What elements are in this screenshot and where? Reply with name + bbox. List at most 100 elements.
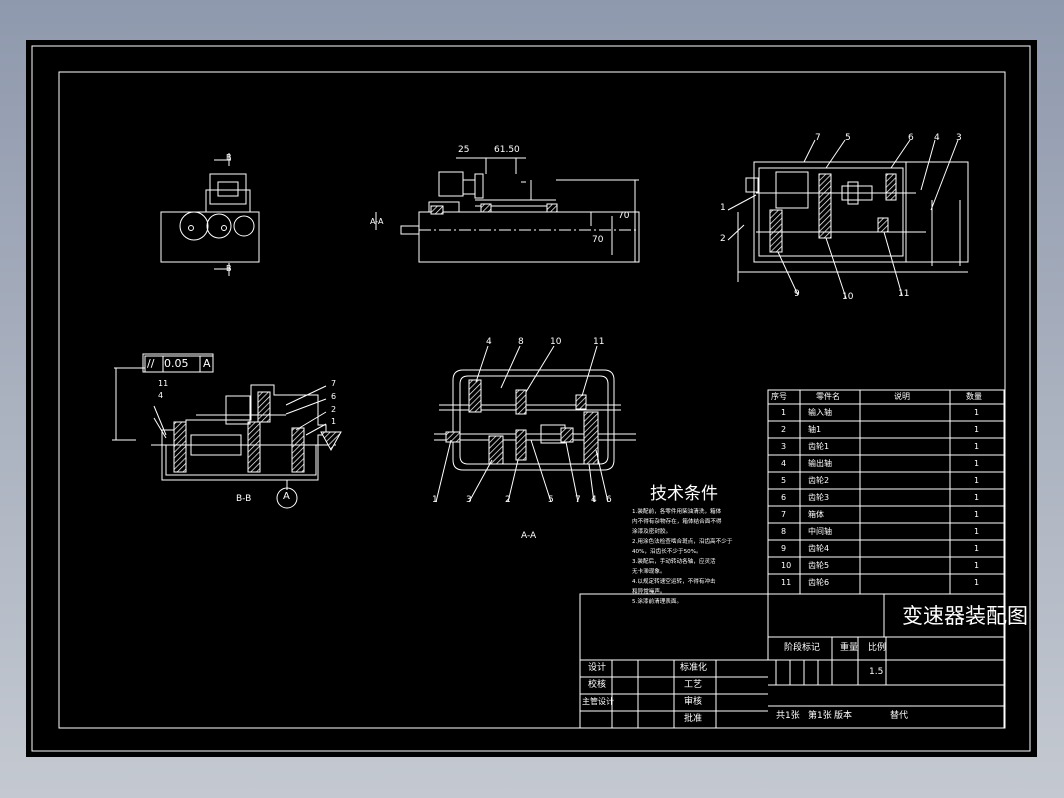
label-a-a: A-A — [521, 531, 537, 541]
drawing-title: 变速器装配图 — [902, 604, 1028, 628]
parts-cell: 1 — [974, 544, 980, 553]
parts-cell: 6 — [781, 493, 787, 502]
tolerance-frame-box — [142, 353, 214, 373]
parts-header: 零件名 — [816, 392, 840, 401]
cad-drawing — [31, 45, 1031, 752]
dim-61-50: 61.50 — [494, 145, 520, 155]
tol-value: 0.05 — [164, 357, 189, 370]
tb-footer: 第1张 — [808, 711, 832, 721]
tech-note: 内不得有杂物存在，箱体结合面不得 — [632, 519, 722, 525]
parts-cell: 5 — [781, 476, 787, 485]
parts-cell: 箱体 — [808, 510, 824, 519]
callout: 5 — [845, 133, 851, 143]
callout: 3 — [956, 133, 962, 143]
callout: 4 — [591, 495, 597, 505]
parts-table-grid — [767, 389, 1005, 595]
tech-note: 涂漆及密封胶。 — [632, 529, 672, 535]
parts-cell: 3 — [781, 442, 787, 451]
tol-datum: A — [203, 357, 211, 370]
callout: 1 — [331, 417, 337, 426]
parts-cell: 齿轮1 — [808, 442, 830, 451]
view-arrow-a: A-A — [370, 217, 384, 226]
parts-cell: 1 — [781, 408, 787, 417]
parts-cell: 1 — [974, 408, 980, 417]
tb-header-scale: 比例 — [868, 643, 887, 653]
parts-cell: 1 — [974, 527, 980, 536]
callout: 6 — [606, 495, 612, 505]
section-a-view — [434, 369, 636, 471]
dim-25: 25 — [458, 145, 470, 155]
callout: 7 — [331, 379, 337, 388]
parts-cell: 4 — [781, 459, 787, 468]
end-view — [160, 153, 260, 276]
parts-cell: 9 — [781, 544, 787, 553]
tb-mid-label: 审核 — [684, 697, 703, 707]
callout: 2 — [331, 405, 337, 414]
parts-cell: 1 — [974, 459, 980, 468]
callout: 10 — [842, 292, 854, 302]
datum-a: A — [283, 491, 290, 502]
parts-cell: 1 — [974, 442, 980, 451]
leader-lines — [435, 139, 959, 503]
tech-note: 4.以规定转速空运转，不得有冲击 — [632, 579, 716, 585]
tb-footer: 版本 — [834, 711, 853, 721]
callout: 7 — [815, 133, 821, 143]
parts-cell: 输出轴 — [808, 459, 832, 468]
callout: 4 — [934, 133, 940, 143]
callout: 11 — [158, 379, 169, 388]
callout: 6 — [331, 392, 337, 401]
inner-border — [58, 71, 1006, 729]
front-view — [375, 157, 640, 263]
parts-cell: 齿轮4 — [808, 544, 830, 553]
tb-mid-label: 标准化 — [680, 663, 708, 673]
callout: 1 — [432, 495, 438, 505]
callout: 11 — [593, 337, 605, 347]
parts-cell: 1 — [974, 476, 980, 485]
plan-section-view — [737, 161, 969, 282]
callout: 4 — [158, 391, 164, 400]
parts-cell: 7 — [781, 510, 787, 519]
callout: 11 — [898, 289, 910, 299]
tech-note: 和异常噪声。 — [632, 589, 666, 595]
parts-cell: 轴1 — [808, 425, 822, 434]
tol-symbol: // — [147, 357, 155, 370]
tb-left-label: 校核 — [588, 680, 607, 690]
parts-cell: 10 — [781, 561, 792, 570]
arrow-label-b2: B — [226, 264, 232, 273]
parts-cell: 齿轮2 — [808, 476, 830, 485]
callout: 3 — [466, 495, 472, 505]
parts-cell: 2 — [781, 425, 787, 434]
tb-mid-label: 批准 — [684, 714, 703, 724]
arrow-label-b1: B — [226, 153, 232, 162]
callout: 6 — [908, 133, 914, 143]
tech-title: 技术条件 — [650, 484, 718, 504]
parts-cell: 1 — [974, 561, 980, 570]
outer-border — [31, 45, 1031, 752]
parts-cell: 1 — [974, 578, 980, 587]
title-block-grid — [579, 593, 1005, 729]
tech-note: 2.用涂色法检查啮合斑点，沿齿高不少于 — [632, 539, 733, 545]
tech-note: 40%，沿齿长不少于50%。 — [632, 549, 702, 555]
tb-left-label: 设计 — [588, 663, 607, 673]
parts-cell: 11 — [781, 578, 792, 587]
parts-cell: 1 — [974, 493, 980, 502]
tb-footer: 共1张 — [776, 711, 800, 721]
callout: 7 — [575, 495, 581, 505]
callout: 9 — [794, 289, 800, 299]
tech-note: 5.涂漆前清理表面。 — [632, 599, 683, 605]
label-b-b: B-B — [236, 494, 252, 504]
tb-mid-label: 工艺 — [684, 680, 703, 690]
callout: 1 — [720, 203, 726, 213]
tb-header-weight: 重量 — [840, 643, 859, 653]
tech-notes: 1.装配前，各零件用柴油清洗，箱体 内不得有杂物存在，箱体结合面不得 涂漆及密封… — [632, 509, 762, 610]
drawing-canvas: 25 61.50 70 70 B B A-A // 0.05 A A B-B A… — [26, 40, 1037, 757]
parts-cell: 1 — [974, 510, 980, 519]
callout: 10 — [550, 337, 562, 347]
dim-70-b: 70 — [592, 235, 604, 245]
parts-cell: 齿轮5 — [808, 561, 830, 570]
tb-footer: 替代 — [890, 711, 909, 721]
parts-cell: 8 — [781, 527, 787, 536]
callout: 2 — [720, 234, 726, 244]
parts-cell: 齿轮3 — [808, 493, 830, 502]
section-b-view — [112, 355, 342, 509]
